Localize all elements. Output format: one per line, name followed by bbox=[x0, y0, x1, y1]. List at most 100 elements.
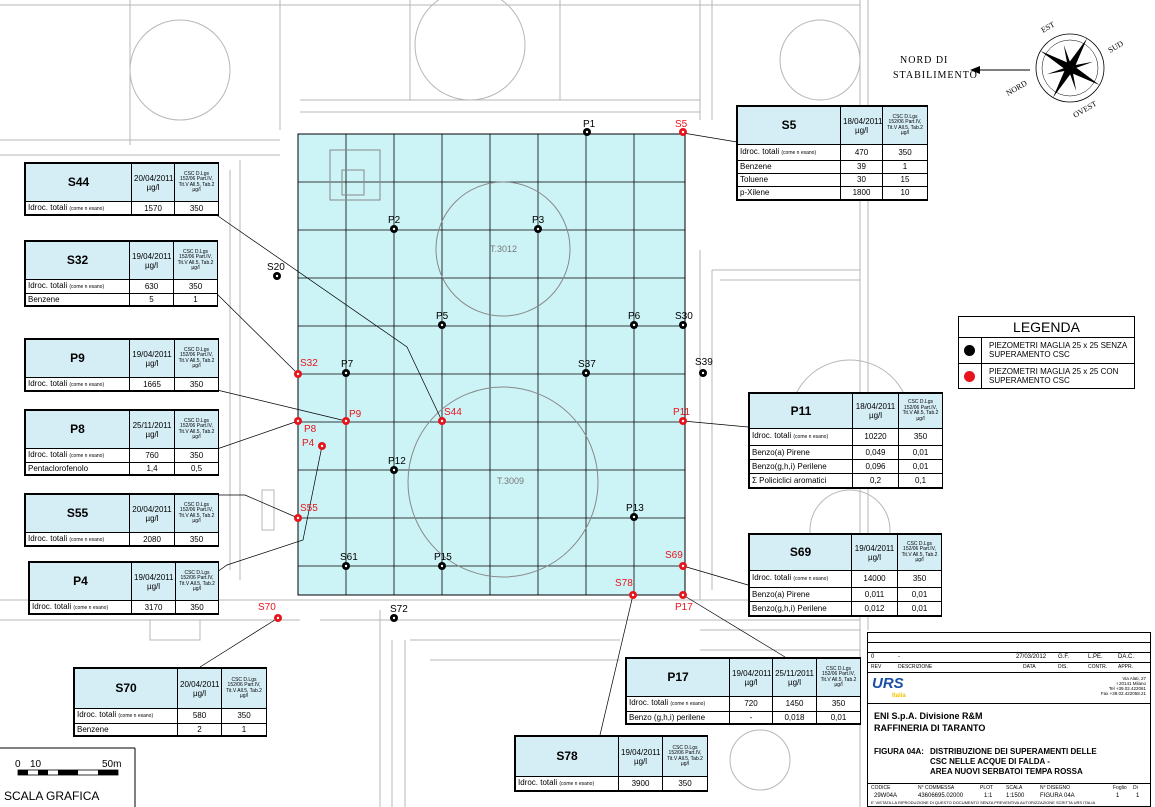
point-label: P7 bbox=[341, 359, 354, 370]
point-label: P5 bbox=[436, 311, 449, 322]
north-label-line2: STABILIMENTO bbox=[893, 70, 978, 81]
table-title: P11 bbox=[749, 393, 853, 429]
point-label: P11 bbox=[673, 407, 690, 418]
piezometer-s69: S69 bbox=[665, 550, 687, 570]
table-title: P17 bbox=[626, 658, 730, 697]
point-label: S20 bbox=[267, 262, 285, 273]
point-label: P4 bbox=[302, 438, 315, 449]
point-label: S32 bbox=[300, 358, 318, 369]
piezometer-s37: S37 bbox=[578, 359, 596, 377]
revision-row: 0 - 27/03/2012 G.F. L.PE. DA.C. bbox=[868, 653, 1150, 663]
refinery: RAFFINERIA DI TARANTO bbox=[874, 723, 986, 733]
point-label: S5 bbox=[675, 119, 688, 130]
piezometer-p9: P9 bbox=[342, 409, 362, 425]
company: ENI S.p.A. Divisione R&M bbox=[874, 711, 983, 721]
piezometer-s32: S32 bbox=[294, 358, 318, 378]
piezometer-p1: P1 bbox=[583, 119, 596, 136]
point-label: P9 bbox=[349, 409, 362, 420]
scale-title: SCALA GRAFICA bbox=[4, 789, 99, 803]
point-label: S69 bbox=[665, 550, 683, 561]
point-label: P2 bbox=[388, 215, 401, 226]
piezometer-p17: P17 bbox=[675, 591, 693, 613]
address: Via Alati, 27 I 20141 Milano Tel +39.02.… bbox=[1100, 676, 1146, 696]
point-label: S55 bbox=[300, 503, 318, 514]
piezometer-p13: P13 bbox=[626, 503, 644, 521]
piezometer-s78: S78 bbox=[615, 578, 637, 599]
urs-logo-sub: Italia bbox=[892, 693, 906, 699]
point-label: P6 bbox=[628, 311, 641, 322]
legend-item-no-exceed: PIEZOMETRI MAGLIA 25 x 25 SENZA SUPERAME… bbox=[959, 338, 1134, 363]
point-label: S30 bbox=[675, 311, 693, 322]
table-title: S5 bbox=[737, 106, 841, 145]
compass-east: EST bbox=[1040, 20, 1057, 35]
point-label: S70 bbox=[258, 602, 276, 613]
tank-t3009 bbox=[407, 386, 599, 578]
black-point-icon bbox=[964, 345, 975, 356]
piezometer-p5: P5 bbox=[436, 311, 449, 329]
piezometer-p11: P11 bbox=[673, 407, 690, 425]
building-outline-inner bbox=[341, 169, 365, 196]
piezometer-p12: P12 bbox=[388, 456, 406, 474]
point-label: P13 bbox=[626, 503, 644, 514]
point-label: S72 bbox=[390, 604, 408, 615]
point-label: S39 bbox=[695, 357, 713, 368]
north-label-line1: NORD DI bbox=[900, 55, 948, 66]
piezometer-p8: P8 bbox=[294, 417, 317, 435]
csc-header: CSC D.Lgs 152/06 Part.IV, Tit.V All.5, T… bbox=[882, 106, 928, 145]
piezometer-s5: S5 bbox=[675, 119, 688, 136]
point-label: S37 bbox=[578, 359, 596, 370]
revision-headers: REV DESCRIZIONE DATA DIS. CONTR. APPR. bbox=[868, 663, 1150, 673]
piezometer-s61: S61 bbox=[340, 552, 358, 570]
scale-tick-10: 10 bbox=[30, 759, 42, 770]
sample-date: 18/04/2011 bbox=[843, 116, 883, 126]
legend-item-exceed: PIEZOMETRI MAGLIA 25 x 25 CON SUPERAMENT… bbox=[959, 363, 1134, 389]
piezometer-p3: P3 bbox=[532, 215, 545, 233]
point-label: P8 bbox=[304, 424, 317, 435]
title-block: 0 - 27/03/2012 G.F. L.PE. DA.C. REV DESC… bbox=[867, 632, 1151, 807]
piezometer-s70: S70 bbox=[258, 602, 282, 622]
legend-title: LEGENDA bbox=[959, 317, 1134, 338]
tank-label-t3012: T.3012 bbox=[490, 244, 517, 254]
table-title: P9 bbox=[25, 339, 130, 378]
piezometer-s55: S55 bbox=[294, 503, 318, 522]
compass-south: SUD bbox=[1107, 39, 1126, 55]
point-label: P15 bbox=[434, 552, 452, 563]
building-outline bbox=[329, 149, 381, 201]
point-label: S78 bbox=[615, 578, 633, 589]
point-label: P3 bbox=[532, 215, 545, 226]
piezometer-p4: P4 bbox=[302, 438, 326, 450]
table-title: S55 bbox=[25, 494, 130, 533]
point-label: P17 bbox=[675, 602, 693, 613]
compass-north: NORD bbox=[1005, 78, 1029, 97]
table-title: S78 bbox=[515, 736, 619, 777]
piezometer-p2: P2 bbox=[388, 215, 401, 233]
piezometer-p6: P6 bbox=[628, 311, 641, 329]
piezometer-p7: P7 bbox=[341, 359, 354, 377]
piezometer-s44: S44 bbox=[438, 407, 462, 425]
point-label: S44 bbox=[444, 407, 462, 418]
leader-lines bbox=[199, 132, 786, 736]
survey-grid-area bbox=[297, 133, 686, 596]
compass-west: OVEST bbox=[1072, 99, 1099, 120]
point-label: S61 bbox=[340, 552, 358, 563]
figure-label: FIGURA 04A: bbox=[874, 747, 924, 756]
piezometer-p15: P15 bbox=[434, 552, 452, 570]
point-label: P1 bbox=[583, 119, 596, 130]
table-title: S70 bbox=[74, 668, 178, 709]
piezometer-s72: S72 bbox=[390, 604, 408, 622]
drawing-codes: CODICE N° COMMESSA PLOT SCALA N° DISEGNO… bbox=[871, 785, 1140, 799]
piezometer-s30: S30 bbox=[675, 311, 693, 329]
piezometer-s20: S20 bbox=[267, 262, 285, 280]
north-arrow-icon bbox=[970, 66, 980, 74]
